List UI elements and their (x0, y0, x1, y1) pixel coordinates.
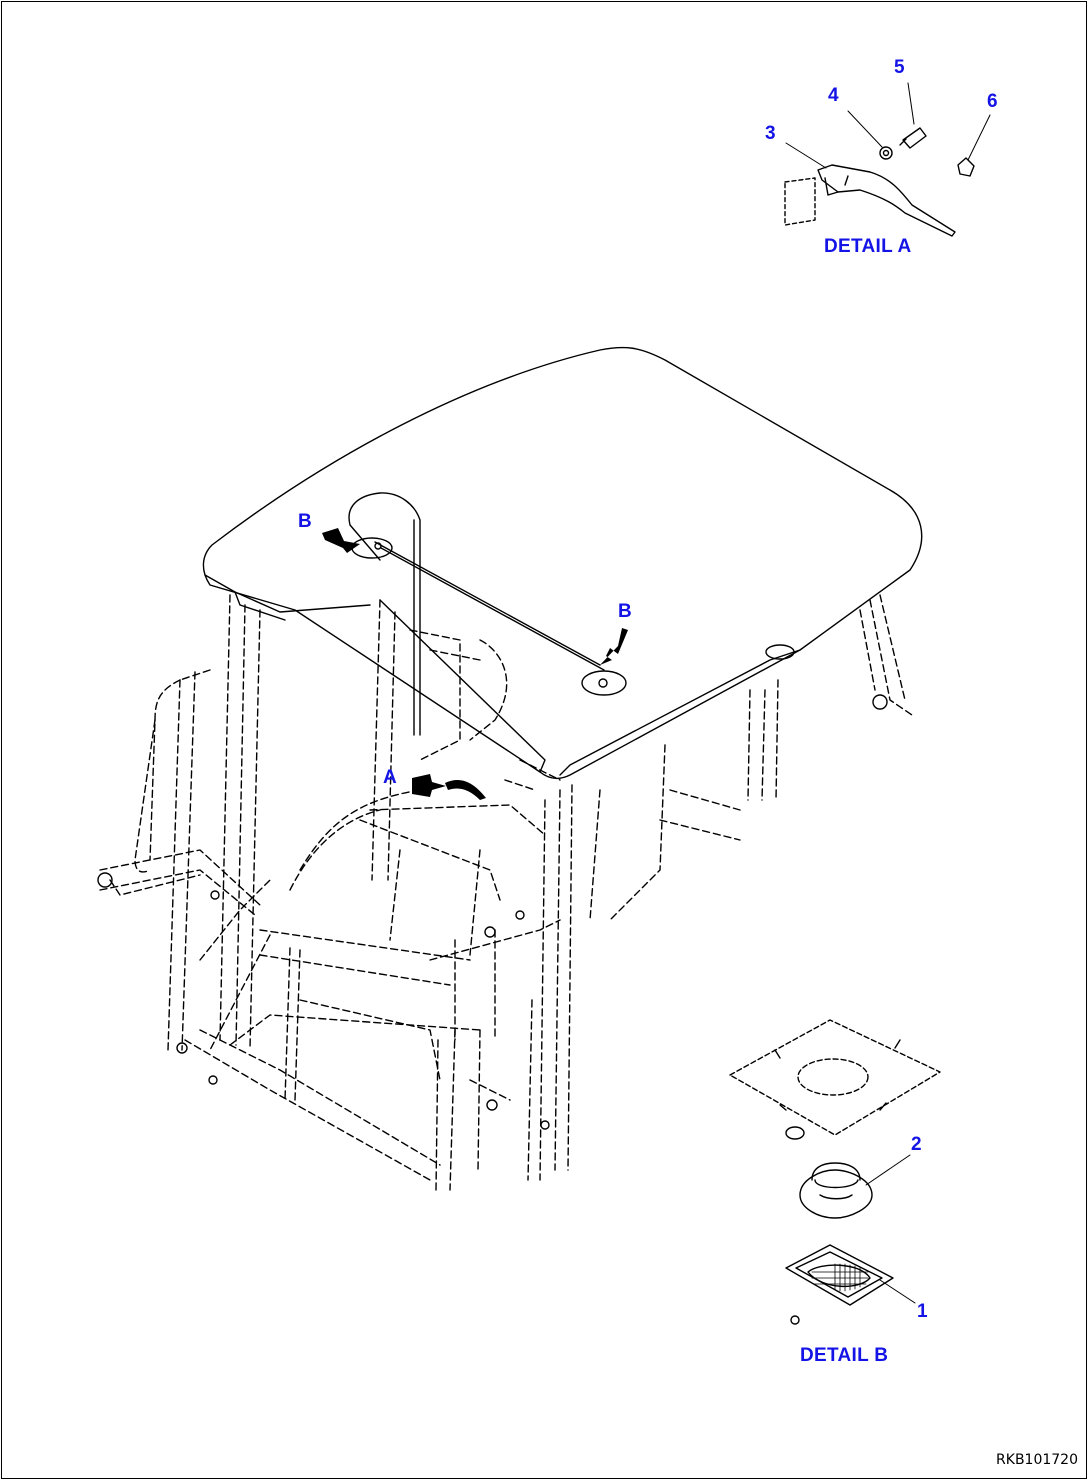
view-label-b-left: B (298, 511, 312, 532)
callout-3: 3 (765, 123, 776, 144)
cab-roof (202, 346, 923, 780)
callout-1: 1 (917, 1301, 928, 1322)
view-arrows (322, 528, 628, 800)
callout-4: 4 (828, 85, 839, 106)
callout-5: 5 (894, 57, 905, 78)
detail-a-parts (784, 127, 975, 237)
view-label-b-right: B (618, 601, 632, 622)
callout-6: 6 (987, 91, 998, 112)
frame-fasteners (97, 872, 550, 1130)
callout-2: 2 (911, 1134, 922, 1155)
drawing-code: RKB101720 (996, 1452, 1078, 1468)
detail-a-title: DETAIL A (824, 236, 912, 257)
detail-b-leaders (865, 1154, 916, 1304)
roof-wire (348, 492, 605, 736)
cab-frame (99, 594, 913, 1191)
detail-a-leaders (785, 82, 991, 169)
detail-b-parts (729, 1019, 941, 1325)
detail-b-title: DETAIL B (800, 1345, 889, 1366)
roof-mount-points (351, 537, 888, 710)
view-label-a: A (383, 767, 397, 788)
